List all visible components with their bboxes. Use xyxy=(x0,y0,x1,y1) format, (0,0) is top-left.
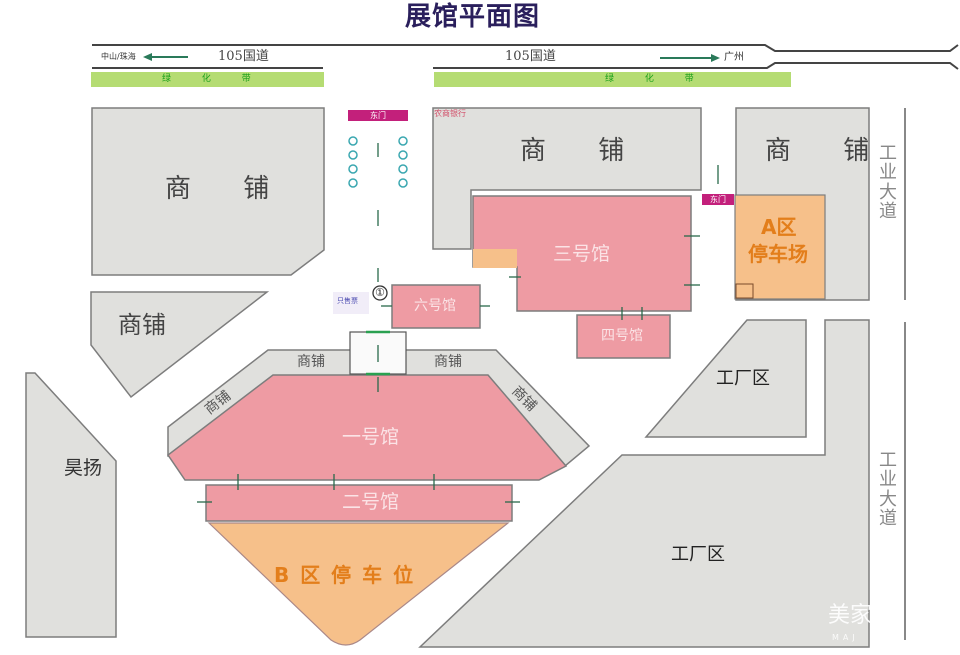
parking-zone-b xyxy=(207,522,510,646)
hall-4-label: 四号馆 xyxy=(601,328,643,344)
direction-label-left: 中山/珠海 xyxy=(101,52,136,61)
bank-label: 农商银行 xyxy=(434,109,466,118)
shop-label-top-right: 商 铺 xyxy=(765,136,892,166)
turnstile-icons xyxy=(348,136,408,188)
parking-zone-a xyxy=(734,194,826,300)
hall-6-label: 六号馆 xyxy=(414,298,456,314)
green-belt-left xyxy=(91,72,324,87)
shop-block-haoyang xyxy=(25,372,117,638)
green-belt-right xyxy=(434,72,791,87)
watermark-sub: MAJ xyxy=(832,633,859,642)
factory-label-lower: 工厂区 xyxy=(671,544,725,565)
industrial-avenue-label-bottom: 工业大道 xyxy=(879,450,897,530)
hall-6 xyxy=(391,284,481,329)
ticket-office-box xyxy=(333,292,369,314)
green-belt-label-left: 绿 化 带 xyxy=(162,74,265,84)
parking-a-label-line1: A区 xyxy=(761,215,797,239)
haoyang-label: 昊扬 xyxy=(64,457,103,479)
shop-block-top-left xyxy=(91,107,325,276)
factory-block-upper xyxy=(644,319,807,438)
parking-a-booth xyxy=(735,283,754,299)
shop-block-mid-left xyxy=(90,291,270,399)
parking-a-label-line2: 停车场 xyxy=(748,242,808,266)
page-title: 展馆平面图 xyxy=(405,2,541,32)
hall-2 xyxy=(205,484,513,522)
factory-block-lower xyxy=(418,319,870,648)
hall-4 xyxy=(576,314,671,359)
shop-ring-label-top-left: 商铺 xyxy=(297,354,325,370)
national-road-105 xyxy=(92,44,959,70)
parking-b-label: B 区 停 车 位 xyxy=(274,563,414,587)
gate-number-circle xyxy=(372,285,388,301)
industrial-avenue-label-top: 工业大道 xyxy=(879,143,897,223)
hall-3-label: 三号馆 xyxy=(553,243,611,265)
hall-3-annex xyxy=(473,249,517,268)
gate-number-label: ① xyxy=(375,286,385,299)
east-gate-top: 东门 xyxy=(348,110,408,121)
ticket-office-label: 只售票 xyxy=(337,297,358,305)
hall-1 xyxy=(166,374,568,481)
hall-1-label: 一号馆 xyxy=(342,426,400,448)
direction-label-right: 广州 xyxy=(724,52,744,63)
flow-arrow-icons xyxy=(197,143,719,503)
hall-2-label: 二号馆 xyxy=(342,491,400,513)
national-road-label-right: 105国道 xyxy=(505,49,556,64)
shop-label-mid-left: 商铺 xyxy=(118,311,166,339)
shop-label-top-left: 商 铺 xyxy=(165,174,292,204)
national-road-label-left: 105国道 xyxy=(218,49,269,64)
direction-arrow-left-icon xyxy=(143,53,188,61)
watermark: 美家 xyxy=(828,603,873,628)
shop-ring-label-top-right: 商铺 xyxy=(434,354,462,370)
shop-block-top-center xyxy=(432,107,702,250)
green-belt-label-right: 绿 化 带 xyxy=(605,74,708,84)
factory-label-upper: 工厂区 xyxy=(716,368,770,389)
shop-label-top-center: 商 铺 xyxy=(520,136,647,166)
east-gate-right: 东门 xyxy=(702,194,734,205)
direction-arrow-right-icon xyxy=(660,54,720,62)
